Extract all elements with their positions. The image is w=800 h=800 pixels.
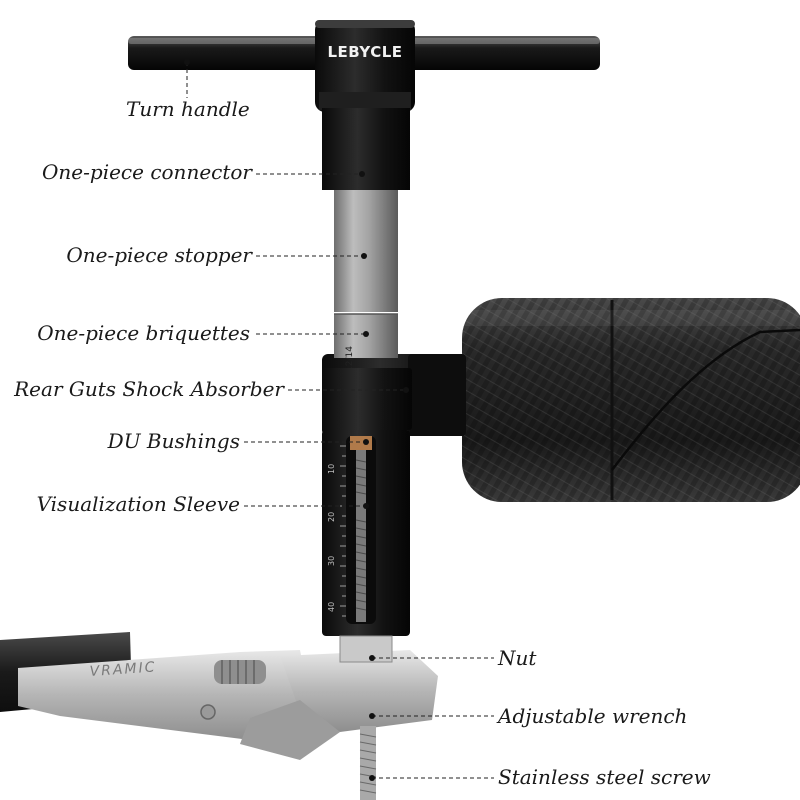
scale-mark-10: 10 <box>327 464 336 474</box>
one-piece-briquettes: 12/14 <box>334 313 398 372</box>
brand-logo: LEBYCLE <box>327 43 402 61</box>
label-one-piece-connector: One-piece connector <box>42 160 252 184</box>
rear-guts-sleeve <box>322 368 412 430</box>
label-one-piece-stopper: One-piece stopper <box>66 243 252 267</box>
callout-lines <box>184 59 494 781</box>
label-stainless-steel-screw: Stainless steel screw <box>498 765 711 789</box>
label-nut: Nut <box>498 646 537 670</box>
stainless-steel-screw <box>359 726 377 800</box>
label-du-bushings: DU Bushings <box>107 429 240 453</box>
label-rear-guts-shock-absorber: Rear Guts Shock Absorber <box>14 377 284 401</box>
visualization-sleeve: 10 20 30 40 <box>322 430 410 636</box>
scale-mark-20: 20 <box>327 512 336 522</box>
connector-head: LEBYCLE <box>315 20 415 112</box>
nut <box>339 635 393 663</box>
one-piece-connector <box>322 108 410 190</box>
label-one-piece-briquettes: One-piece briquettes <box>37 321 250 345</box>
label-adjustable-wrench: Adjustable wrench <box>498 704 688 728</box>
one-piece-stopper <box>334 190 398 312</box>
label-visualization-sleeve: Visualization Sleeve <box>36 492 240 516</box>
label-turn-handle: Turn handle <box>126 97 250 121</box>
scale-mark-40: 40 <box>327 602 336 612</box>
size-engraving: 12/14 <box>345 346 355 372</box>
rear-shock-absorber <box>462 298 800 502</box>
wrench-engraving: VRAMIC <box>89 659 157 680</box>
adjustable-wrench: VRAMIC <box>0 632 438 760</box>
scale-mark-30: 30 <box>327 556 336 566</box>
